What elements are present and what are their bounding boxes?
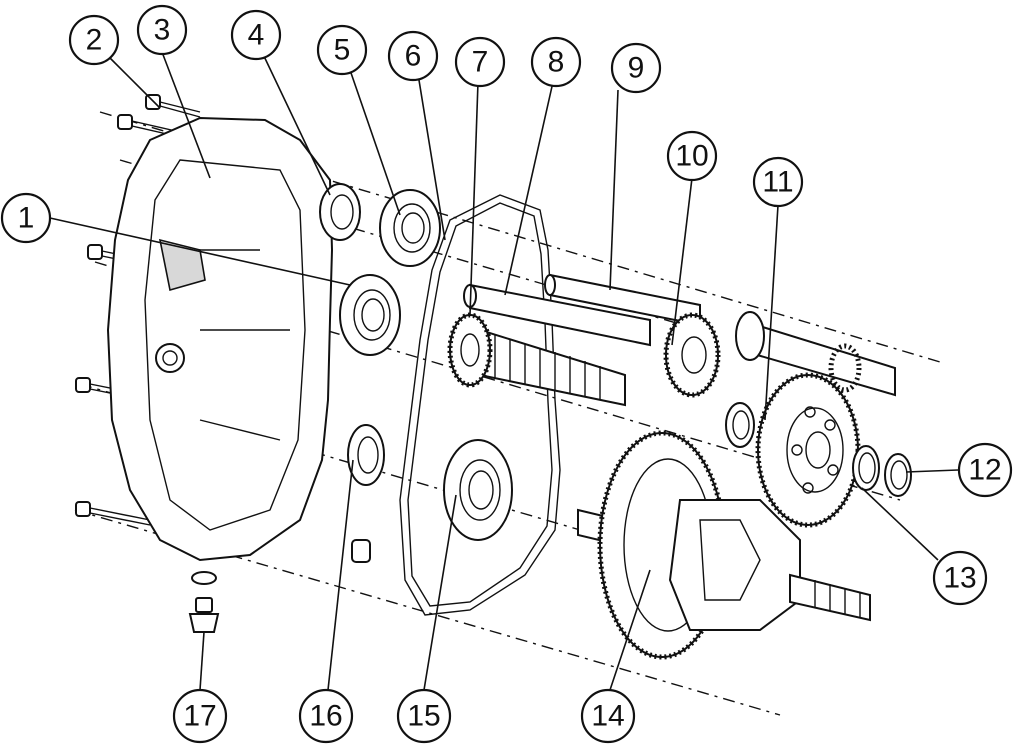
oil-seal-16: [347, 424, 385, 486]
bolt-top-1: [145, 94, 201, 118]
callout-4: 4: [230, 9, 282, 61]
callout-5: 5: [316, 24, 368, 76]
bolt-bottom: [75, 501, 151, 526]
spacer-ring: [725, 402, 755, 448]
callout-16-label: 16: [309, 700, 342, 733]
callout-5-label: 5: [334, 34, 351, 67]
callout-6: 6: [387, 30, 439, 82]
circlip-12: [884, 453, 912, 497]
countershaft-7: [447, 312, 626, 407]
bearing-15: [443, 439, 513, 541]
gasket: [399, 194, 561, 616]
callout-1-label: 1: [18, 202, 35, 235]
gear-11: [755, 372, 861, 528]
callout-7-label: 7: [472, 46, 489, 79]
oil-seal-4: [319, 183, 361, 241]
callout-14-label: 14: [591, 700, 624, 733]
transmission-cover: [106, 116, 334, 562]
callout-17-label: 17: [183, 700, 216, 733]
callout-3-label: 3: [154, 14, 171, 47]
callout-13: 13: [932, 550, 988, 606]
callout-9: 9: [610, 42, 662, 94]
bearing-1: [339, 274, 401, 356]
drain-plug: [188, 571, 220, 633]
callout-11-label: 11: [762, 166, 793, 199]
callout-11: 11: [752, 156, 804, 208]
output-shaft: [735, 311, 896, 397]
callout-9-label: 9: [628, 52, 645, 85]
shim-13: [852, 445, 880, 491]
callout-8-label: 8: [548, 46, 565, 79]
callout-14: 14: [580, 688, 636, 744]
callout-10-label: 10: [675, 140, 708, 173]
leader-lines: [49, 51, 959, 691]
callout-4-label: 4: [248, 19, 265, 52]
callout-15: 15: [396, 688, 452, 744]
callout-12-label: 12: [968, 454, 1001, 487]
callout-10: 10: [666, 130, 718, 182]
bearing-5: [379, 189, 441, 267]
callout-2-label: 2: [86, 24, 103, 57]
callout-12: 12: [957, 442, 1013, 498]
callout-17: 17: [172, 688, 228, 744]
differential-14: [577, 430, 871, 660]
callout-7: 7: [454, 36, 506, 88]
callout-6-label: 6: [405, 40, 422, 73]
callout-2: 2: [68, 14, 120, 66]
gear-10: [663, 312, 721, 398]
callout-16: 16: [298, 688, 354, 744]
callout-3: 3: [136, 4, 188, 56]
callout-13-label: 13: [943, 562, 976, 595]
callout-8: 8: [530, 36, 582, 88]
callout-1: 1: [0, 192, 52, 244]
dowel-pin: [351, 539, 371, 563]
callout-15-label: 15: [407, 700, 440, 733]
